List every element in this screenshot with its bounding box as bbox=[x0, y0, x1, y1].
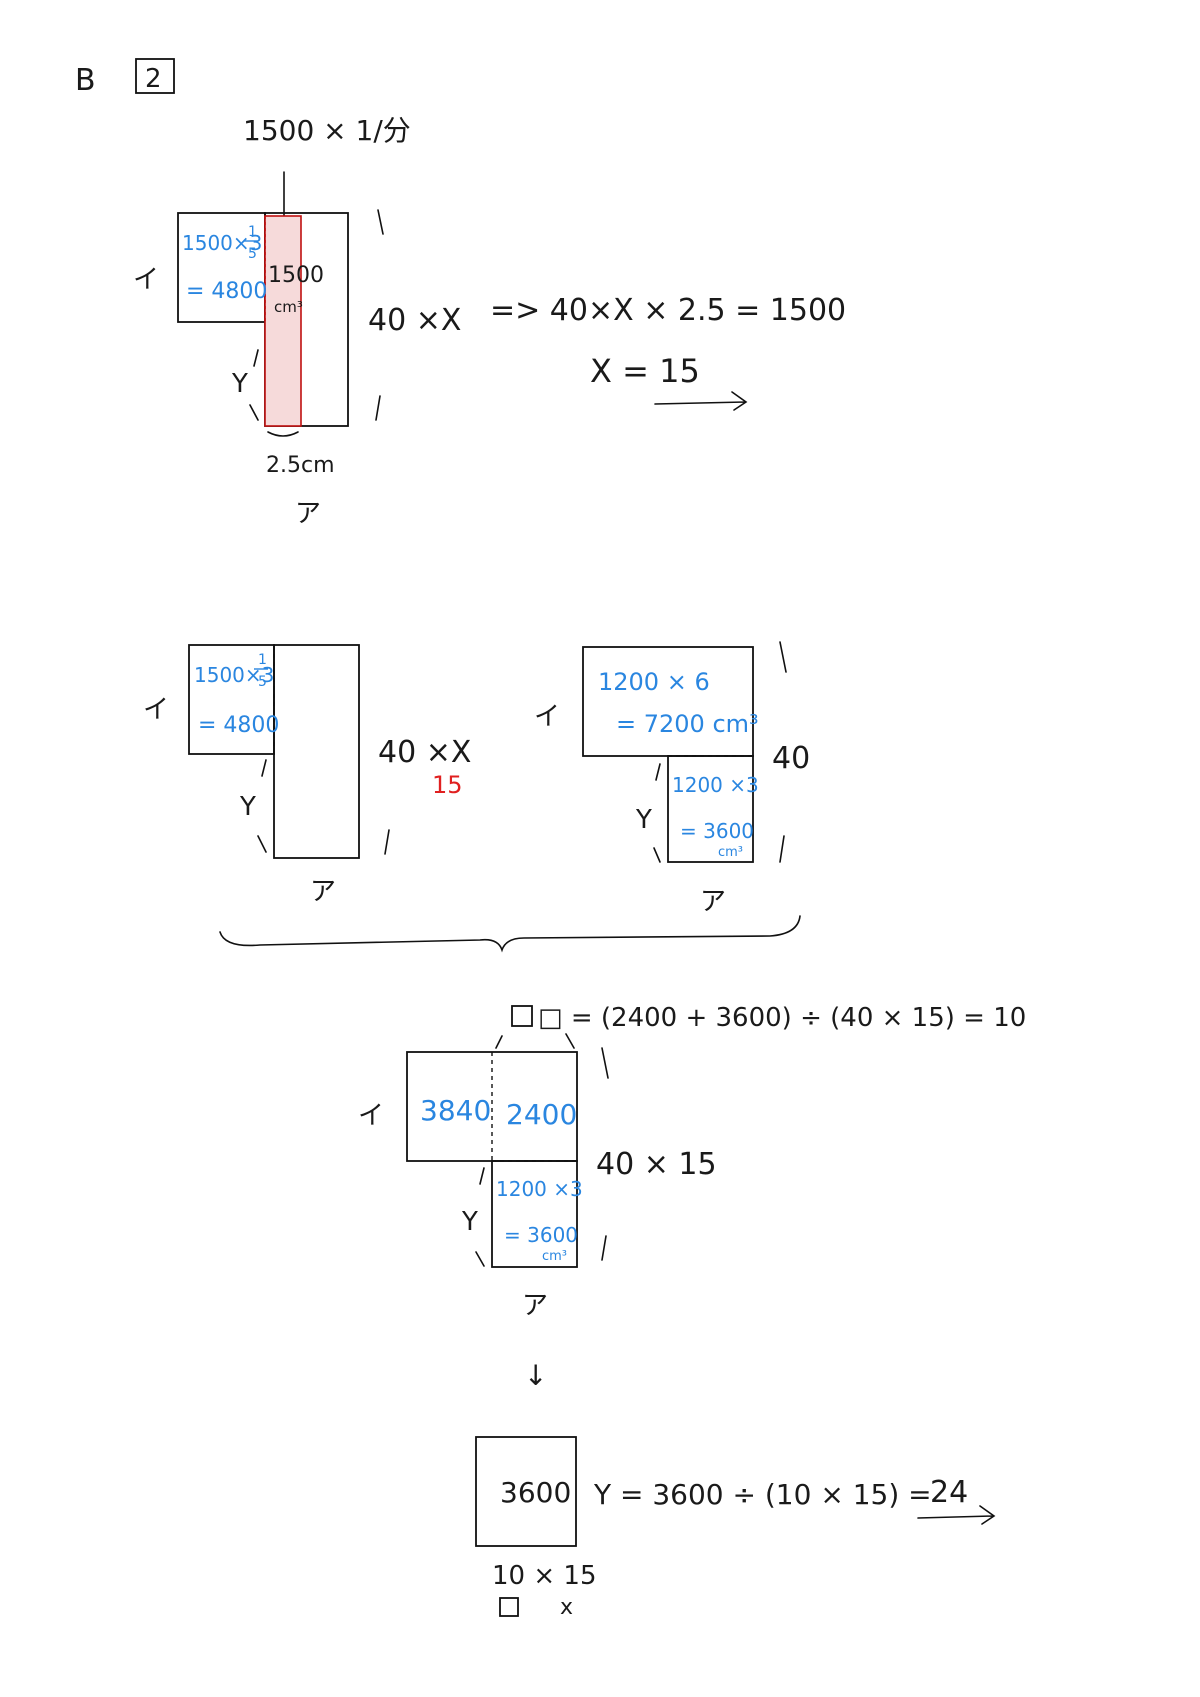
bottom-dims: 10 × 15 bbox=[492, 1561, 596, 1591]
answer-underline-arrow bbox=[654, 391, 748, 411]
diagram-1 bbox=[177, 212, 349, 427]
diagram-2-left bbox=[188, 644, 360, 859]
top-calc-line1: 1200 × 6 bbox=[598, 668, 710, 696]
answer-underline-arrow bbox=[917, 1505, 996, 1525]
highlighted-strip bbox=[264, 215, 302, 427]
height-label: 40 × 15 bbox=[596, 1147, 717, 1182]
diagram-2-right bbox=[582, 646, 754, 863]
bottom-calc-line2: = 3600 bbox=[504, 1223, 578, 1247]
cell-left: 3840 bbox=[420, 1094, 491, 1127]
width-brace bbox=[267, 431, 299, 437]
a-label: ア bbox=[522, 1291, 548, 1321]
height-brace bbox=[384, 829, 390, 855]
i-label: イ bbox=[133, 265, 159, 295]
y-brace bbox=[249, 349, 259, 421]
result: X = 15 bbox=[590, 352, 700, 390]
bottom-calc-line1: 1200 ×3 bbox=[672, 773, 759, 797]
square-symbol bbox=[511, 1005, 533, 1027]
upper-block-i bbox=[582, 646, 754, 757]
y-label: Y bbox=[635, 805, 652, 835]
height-brace bbox=[375, 209, 384, 421]
section-label: B bbox=[75, 63, 96, 98]
equation: Y = 3600 ÷ (10 × 15) = bbox=[593, 1478, 932, 1511]
final-block bbox=[475, 1436, 577, 1547]
i-label: イ bbox=[143, 695, 169, 725]
problem-number-box bbox=[135, 58, 175, 94]
width-label: 2.5cm bbox=[266, 453, 335, 478]
y-label: Y bbox=[461, 1207, 478, 1237]
a-label: ア bbox=[295, 499, 321, 529]
equation: => 40×X × 2.5 = 1500 bbox=[490, 293, 846, 328]
equation: □ = (2400 + 3600) ÷ (40 × 15) = 10 bbox=[538, 1003, 1026, 1033]
combining-brace bbox=[219, 915, 801, 953]
height-brace bbox=[601, 1047, 609, 1261]
height-brace bbox=[779, 641, 787, 863]
top-annotation: 1500 × 1/分 bbox=[243, 114, 411, 147]
y-brace bbox=[475, 1167, 485, 1267]
calc-frac-num: 1 bbox=[258, 652, 267, 668]
height-label: 40 bbox=[772, 741, 810, 776]
height-label: 40 ×X bbox=[378, 735, 471, 770]
y-brace bbox=[653, 763, 661, 863]
i-calc-line2: = 4800 bbox=[186, 279, 267, 304]
i-calc-frac-num: 1 bbox=[248, 224, 257, 240]
bottom-calc-line1: 1200 ×3 bbox=[496, 1177, 583, 1201]
x-symbol: x bbox=[560, 1595, 573, 1620]
bottom-unit: cm³ bbox=[542, 1249, 567, 1264]
calc-line2: = 4800 bbox=[198, 713, 279, 738]
answer: 24 bbox=[930, 1475, 968, 1510]
red-value: 15 bbox=[432, 771, 463, 799]
height-label: 40 ×X bbox=[368, 303, 461, 338]
y-label: Y bbox=[239, 792, 256, 822]
y-brace bbox=[257, 759, 267, 853]
square-brace bbox=[495, 1033, 575, 1049]
problem-number: 2 bbox=[145, 64, 162, 94]
i-label: イ bbox=[358, 1101, 384, 1131]
calc-frac-den: 5 bbox=[258, 674, 267, 690]
strip-value: 1500 bbox=[268, 263, 324, 288]
calc-line1: 1500×3 bbox=[194, 663, 274, 687]
y-label: Y bbox=[231, 369, 248, 399]
square-symbol bbox=[499, 1597, 519, 1617]
box-value: 3600 bbox=[500, 1476, 571, 1509]
bottom-unit: cm³ bbox=[718, 845, 743, 860]
a-label: ア bbox=[700, 887, 726, 917]
top-calc-line2: = 7200 cm³ bbox=[616, 710, 759, 738]
i-label: イ bbox=[534, 702, 560, 732]
down-arrow: ↓ bbox=[524, 1359, 547, 1392]
diagram-3 bbox=[406, 1051, 578, 1268]
cell-right: 2400 bbox=[506, 1098, 577, 1131]
i-calc-frac-den: 5 bbox=[248, 246, 257, 262]
strip-unit: cm³ bbox=[274, 298, 303, 316]
bottom-calc-line2: = 3600 bbox=[680, 819, 754, 843]
i-calc-line1: 1500×3 bbox=[182, 231, 262, 255]
a-label: ア bbox=[310, 877, 336, 907]
tall-block-a bbox=[273, 644, 360, 859]
